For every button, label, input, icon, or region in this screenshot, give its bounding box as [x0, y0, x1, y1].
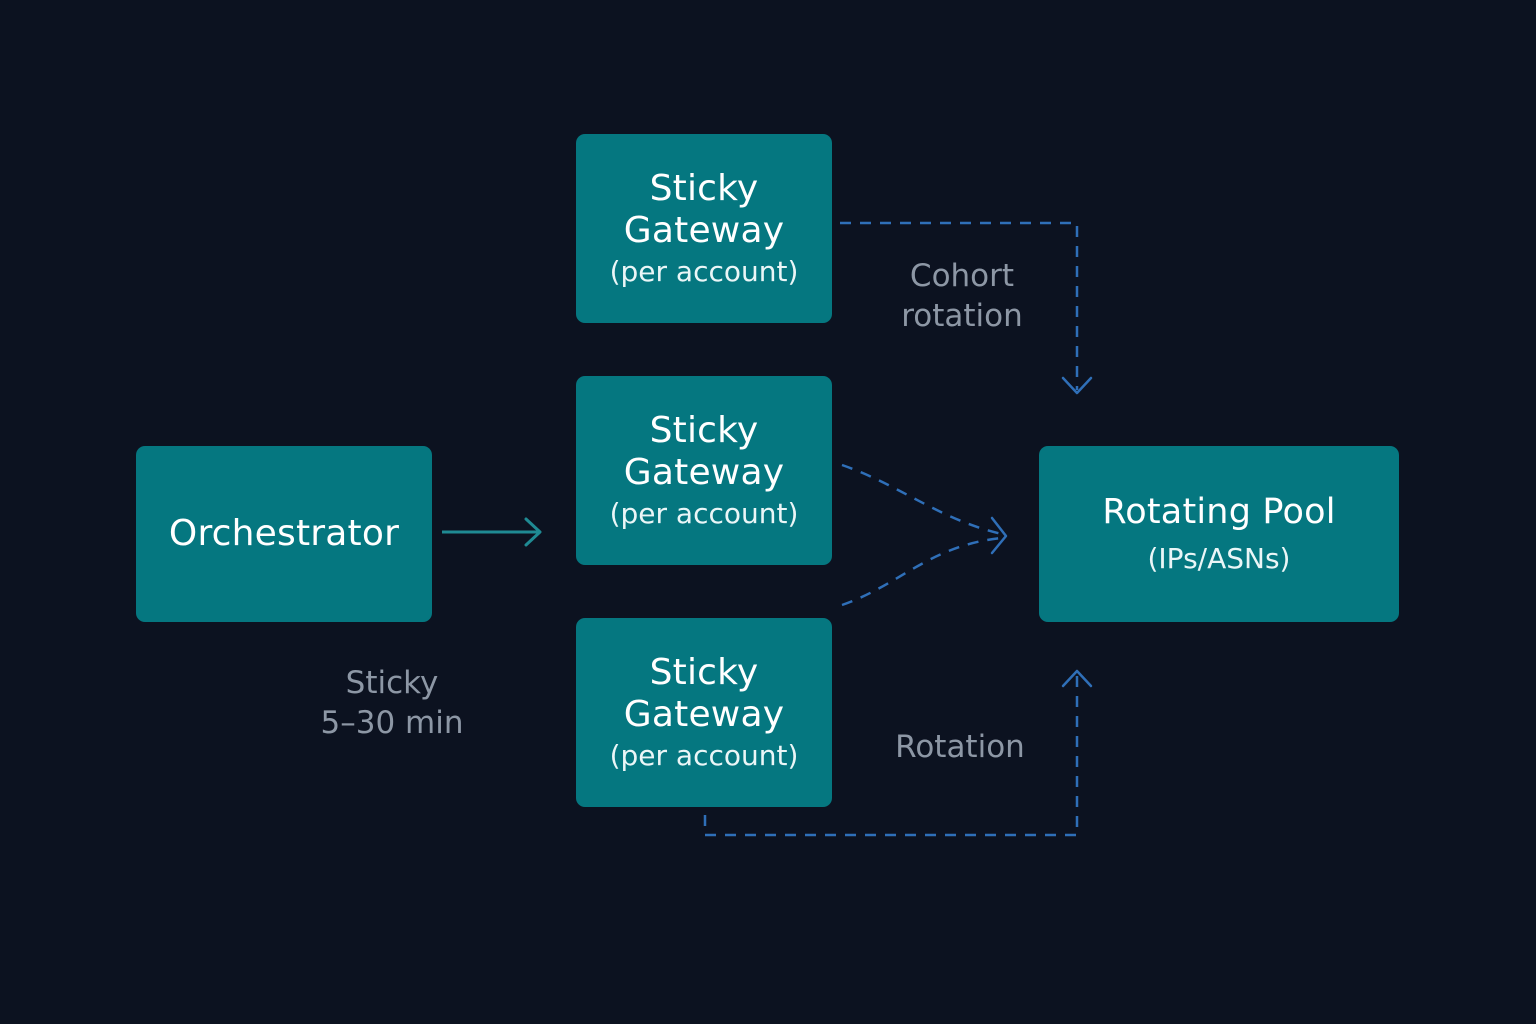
arrowhead-rotation [1061, 669, 1093, 688]
gateway-middle-subtitle: (per account) [609, 496, 799, 530]
gateway-top-title-line1: Sticky [649, 167, 759, 209]
orchestrator-title: Orchestrator [168, 513, 400, 554]
edge-rotation [703, 672, 1079, 837]
label-rotation: Rotation [870, 727, 1050, 767]
gateway-middle-title-line1: Sticky [649, 409, 759, 451]
node-orchestrator: Orchestrator [136, 446, 432, 622]
gateway-middle-title-line2: Gateway [623, 451, 785, 493]
gateway-top-title-line2: Gateway [623, 209, 785, 251]
label-cohort-rotation: Cohort rotation [872, 256, 1052, 336]
label-cohort-line1: Cohort [909, 258, 1015, 294]
gateway-bottom-title-line1: Sticky [649, 651, 759, 693]
gateway-bottom-subtitle: (per account) [609, 738, 799, 772]
node-sticky-gateway-top: Sticky Gateway (per account) [576, 134, 832, 323]
arrowhead-orchestrator-to-gateway [524, 517, 542, 547]
label-cohort-line2: rotation [901, 298, 1023, 334]
gateway-top-subtitle: (per account) [609, 254, 799, 288]
edge-gateway-middle-to-pool [841, 463, 1003, 536]
node-sticky-gateway-middle: Sticky Gateway (per account) [576, 376, 832, 565]
rotating-pool-title: Rotating Pool [1102, 492, 1336, 532]
arrowhead-merge-to-pool [990, 516, 1008, 555]
arrowhead-cohort-rotation [1061, 376, 1093, 395]
gateway-bottom-title-line2: Gateway [623, 693, 785, 735]
node-sticky-gateway-bottom: Sticky Gateway (per account) [576, 618, 832, 807]
label-rotation-text: Rotation [895, 729, 1025, 765]
label-sticky-line2: 5–30 min [320, 705, 464, 741]
rotating-pool-subtitle: (IPs/ASNs) [1147, 542, 1291, 575]
edge-cohort-rotation [840, 221, 1079, 390]
label-sticky-line1: Sticky [345, 665, 439, 701]
label-sticky-duration: Sticky 5–30 min [292, 663, 492, 743]
node-rotating-pool: Rotating Pool (IPs/ASNs) [1039, 446, 1399, 622]
edge-gateway-bottom-curve-to-pool [841, 536, 1003, 607]
